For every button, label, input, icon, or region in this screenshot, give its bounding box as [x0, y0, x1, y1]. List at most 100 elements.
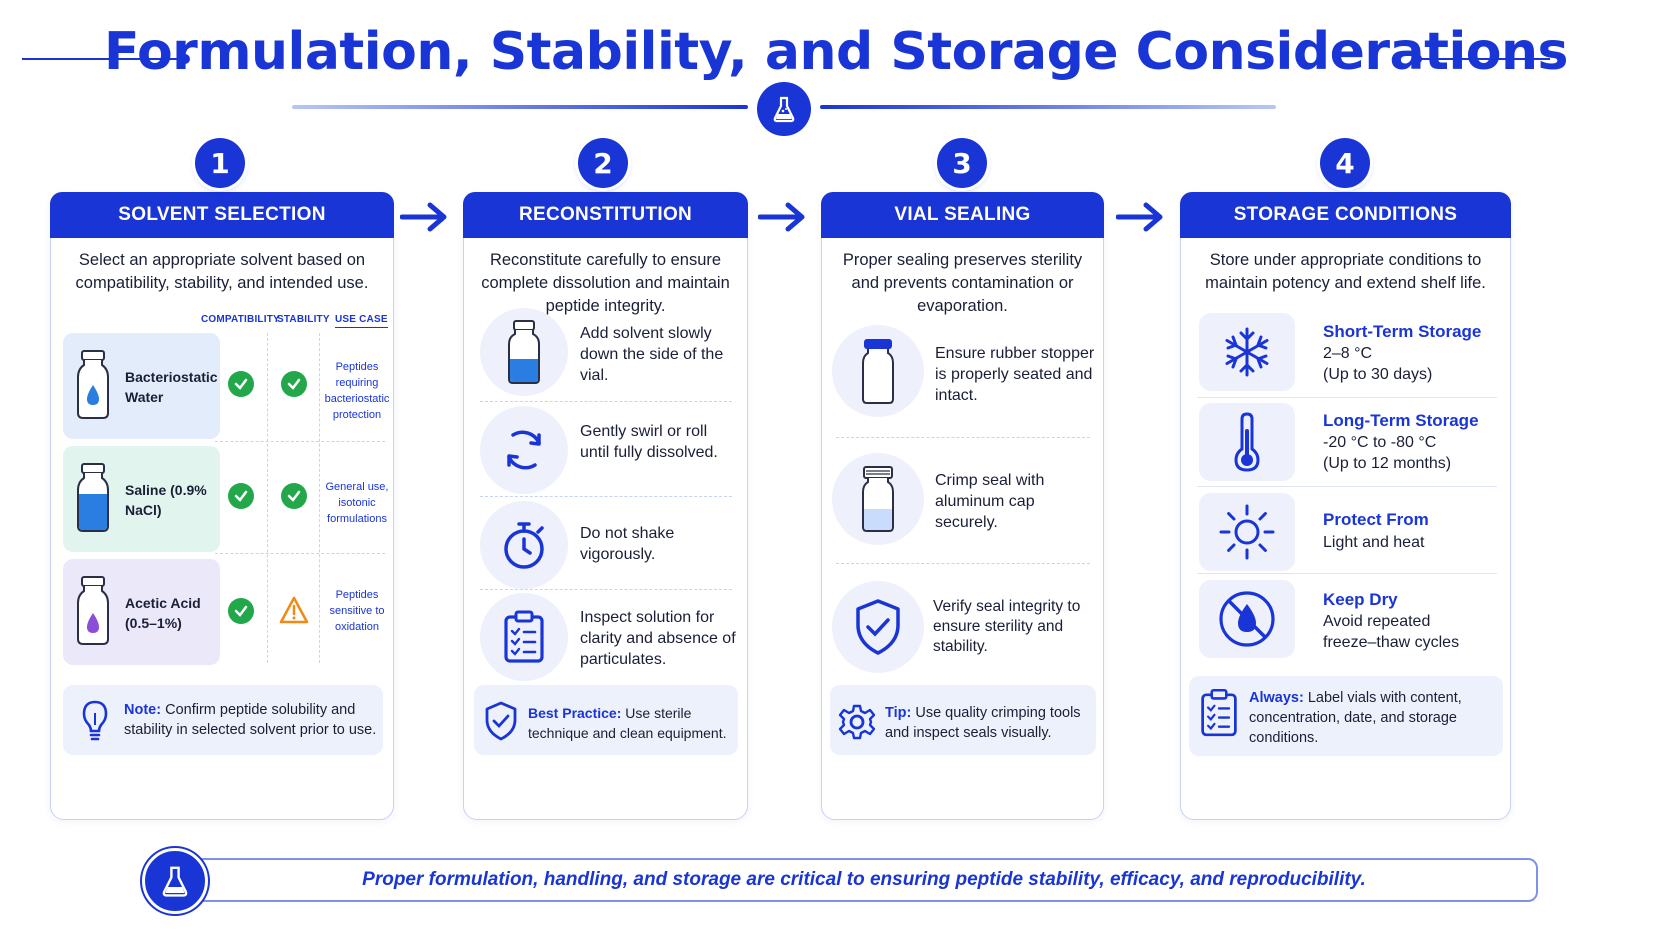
- best-practice-label: Best Practice:: [528, 705, 622, 721]
- step-text: Ensure rubber stopper is properly seated…: [935, 345, 1095, 404]
- storage-line: freeze–thaw cycles: [1323, 634, 1460, 651]
- crimped-vial-icon: [832, 453, 924, 545]
- always-body: Label vials with content, concentration,…: [1249, 690, 1462, 746]
- tip-box: [830, 685, 1096, 755]
- storage-title: Keep Dry: [1323, 590, 1398, 609]
- warning-icon: [279, 596, 309, 624]
- table-divider: [215, 441, 385, 442]
- step-badge-4: 4: [1320, 138, 1370, 188]
- water-drop-vial-icon: [77, 350, 109, 419]
- solvent-name: Bacteriostatic Water: [125, 369, 218, 405]
- storage-line: (Up to 12 months): [1323, 455, 1452, 472]
- reconstitution-card: RECONSTITUTION Reconstitute carefully to…: [463, 192, 748, 820]
- card-header: SOLVENT SELECTION: [50, 192, 394, 238]
- arrow-right-icon: [1116, 202, 1163, 232]
- check-icon: [281, 371, 307, 397]
- step-text: Add solvent slowly down the side of the …: [580, 325, 724, 384]
- saline-vial-icon: [77, 463, 109, 532]
- title-dot-right: [1412, 54, 1422, 64]
- row-divider: [1197, 397, 1497, 398]
- card-intro: Reconstitute carefully to ensure complet…: [481, 251, 730, 315]
- step-badge-1: 1: [195, 138, 245, 188]
- clipboard-checklist-icon: [1201, 689, 1237, 737]
- solvent-name: Saline (0.9% NaCl): [125, 482, 207, 518]
- card-header: STORAGE CONDITIONS: [1180, 192, 1511, 238]
- table-divider: [319, 333, 320, 663]
- title-dot-left: [180, 54, 190, 64]
- note-label: Note:: [124, 702, 162, 718]
- row-divider: [480, 401, 732, 402]
- card-intro: Proper sealing preserves sterility and p…: [842, 251, 1083, 315]
- best-practice-box: [474, 685, 738, 755]
- storage-title: Protect From: [1323, 510, 1429, 529]
- row-divider: [1197, 486, 1497, 487]
- gear-icon: [838, 704, 876, 740]
- row-divider: [836, 563, 1090, 564]
- shield-check-icon: [485, 701, 517, 741]
- solvent-name: Acetic Acid (0.5–1%): [125, 595, 201, 631]
- subtitle-rule-right: [820, 105, 1276, 109]
- table-divider: [267, 333, 268, 663]
- column-header-stability: STABILITY: [277, 314, 330, 325]
- sun-icon: [1199, 493, 1295, 571]
- footer-text: Proper formulation, handling, and storag…: [362, 869, 1366, 890]
- card-intro: Select an appropriate solvent based on c…: [75, 251, 369, 292]
- step-text: Crimp seal with aluminum cap securely.: [935, 472, 1045, 531]
- always-label: Always:: [1249, 690, 1304, 706]
- title-rule-left: [22, 58, 184, 60]
- thermometer-icon: [1199, 403, 1295, 481]
- acid-vial-icon: [77, 576, 109, 645]
- best-practice-text: Best Practice: Use sterile technique and…: [528, 703, 736, 743]
- stopwatch-icon: [480, 501, 568, 589]
- solvent-selection-card: SOLVENT SELECTION Select an appropriate …: [50, 192, 394, 820]
- shield-check-icon: [832, 581, 924, 673]
- solvent-row-bacteriostatic-water: Bacteriostatic Water: [63, 333, 220, 439]
- tip-body: Use quality crimping tools and inspect s…: [885, 705, 1081, 741]
- row-divider: [836, 437, 1090, 438]
- title-rule-right: [1418, 58, 1550, 60]
- column-header-use-case: USE CASE: [335, 314, 388, 328]
- step-text: Gently swirl or roll until fully dissolv…: [580, 423, 718, 461]
- storage-line: Light and heat: [1323, 534, 1425, 551]
- use-case-text: Peptides sensitive to oxidation: [329, 589, 385, 633]
- step-text: Do not shake vigorously.: [580, 525, 675, 563]
- tip-text: Tip: Use quality crimping tools and insp…: [885, 703, 1095, 743]
- tip-label: Tip:: [885, 705, 912, 721]
- step-text: Inspect solution for clarity and absence…: [580, 609, 736, 668]
- table-divider: [215, 553, 385, 554]
- clipboard-checklist-icon: [480, 593, 568, 681]
- use-case-text: General use, isotonic formulations: [325, 481, 389, 525]
- solvent-row-saline: Saline (0.9% NaCl): [63, 446, 220, 552]
- step-text: Verify seal integrity to ensure sterilit…: [933, 598, 1081, 655]
- check-icon: [228, 483, 254, 509]
- card-header: RECONSTITUTION: [463, 192, 748, 238]
- card-intro: Store under appropriate conditions to ma…: [1205, 251, 1486, 292]
- vial-icon: [480, 308, 568, 396]
- arrow-right-icon: [758, 202, 805, 232]
- stopper-vial-icon: [832, 325, 924, 417]
- step-badge-3: 3: [937, 138, 987, 188]
- always-text: Always: Label vials with content, concen…: [1249, 688, 1497, 748]
- row-divider: [1197, 573, 1497, 574]
- check-icon: [228, 371, 254, 397]
- check-icon: [281, 483, 307, 509]
- snowflake-icon: [1199, 313, 1295, 391]
- storage-title: Short-Term Storage: [1323, 322, 1482, 341]
- lightbulb-icon: [82, 700, 108, 741]
- always-box: [1189, 676, 1503, 756]
- vial-sealing-card: VIAL SEALING Proper sealing preserves st…: [821, 192, 1104, 820]
- storage-line: Avoid repeated: [1323, 613, 1431, 630]
- flask-icon: [142, 848, 208, 914]
- step-badge-2: 2: [578, 138, 628, 188]
- page-title: Formulation, Stability, and Storage Cons…: [104, 22, 1568, 82]
- subtitle-rule-left: [292, 105, 748, 109]
- storage-line: (Up to 30 days): [1323, 366, 1433, 383]
- note-text: Note: Confirm peptide solubility and sta…: [124, 700, 379, 740]
- solvent-row-acetic-acid: Acetic Acid (0.5–1%): [63, 559, 220, 665]
- storage-line: -20 °C to -80 °C: [1323, 434, 1437, 451]
- storage-title: Long-Term Storage: [1323, 411, 1479, 430]
- arrow-right-icon: [400, 202, 447, 232]
- note-body: Confirm peptide solubility and stability…: [124, 702, 377, 738]
- footer-banner: [190, 858, 1538, 902]
- best-practice-body: Use sterile technique and clean equipmen…: [528, 705, 727, 741]
